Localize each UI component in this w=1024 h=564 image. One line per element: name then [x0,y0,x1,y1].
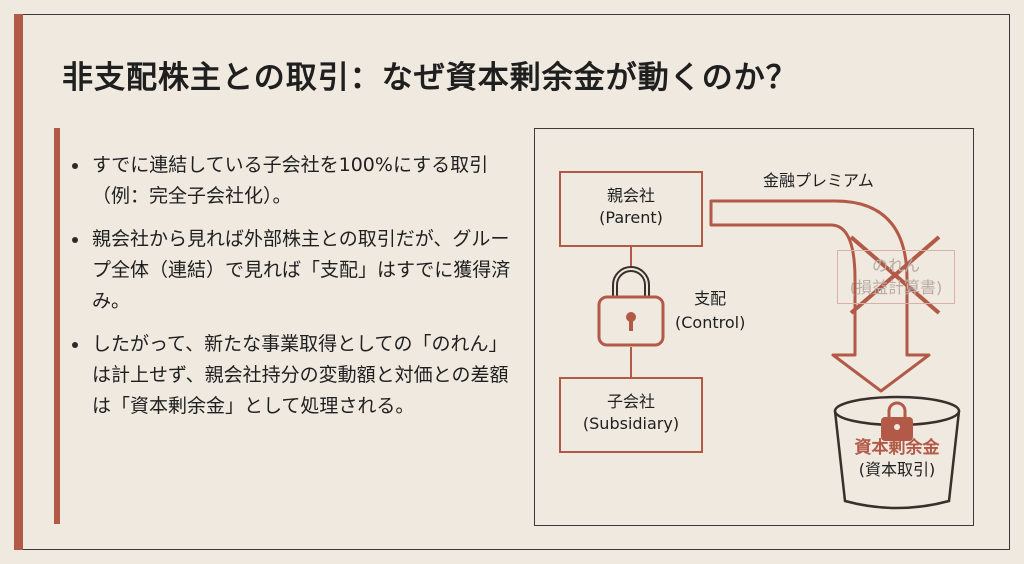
arrow-icon [709,199,931,393]
parent-company-en: (Parent) [599,208,663,227]
left-accent-bar [14,14,23,550]
goodwill-label: のれん [871,256,920,275]
parent-company-label: 親会社 [606,186,655,205]
diagram-graphics [597,199,961,510]
diagram-panel: 親会社 (Parent) 子会社 (Subsidiary) 金融プレミアム 支配… [534,128,974,526]
slide-title: 非支配株主との取引：なぜ資本剰余金が動くのか？ [62,60,798,96]
subsidiary-en: (Subsidiary) [582,414,680,433]
control-label-en: (Control) [675,313,746,332]
bullet-item: 親会社から見れば外部株主との取引だが、グループ全体（連結）で見れば「支配」はすで… [72,224,512,317]
small-lock-icon [881,401,913,441]
capital-surplus-main: 資本剰余金 [854,438,940,458]
subsidiary-label: 子会社 [606,392,655,411]
premium-label: 金融プレミアム [763,171,874,190]
bullet-item: したがって、新たな事業取得としての「のれん」は計上せず、親会社持分の変動額と対価… [72,329,512,422]
subsidiary-box: 子会社 (Subsidiary) [559,377,703,453]
goodwill-box: のれん (損益計算書) [837,250,955,304]
text-accent-bar [54,128,60,524]
bullet-item: すでに連結している子会社を100%にする取引（例：完全子会社化）。 [72,150,512,212]
cross-out-icon [849,235,941,315]
capital-surplus-sub: (資本取引) [858,460,936,479]
control-label-jp: 支配 [694,289,727,308]
bullet-list: すでに連結している子会社を100%にする取引（例：完全子会社化）。 親会社から見… [72,150,512,434]
capital-surplus-label: 資本剰余金 (資本取引) [835,437,959,481]
parent-company-box: 親会社 (Parent) [559,171,703,247]
control-label: 支配 (Control) [675,287,745,335]
bucket-icon [833,395,961,510]
lock-icon [597,266,665,347]
goodwill-sub-label: (損益計算書) [849,278,943,297]
